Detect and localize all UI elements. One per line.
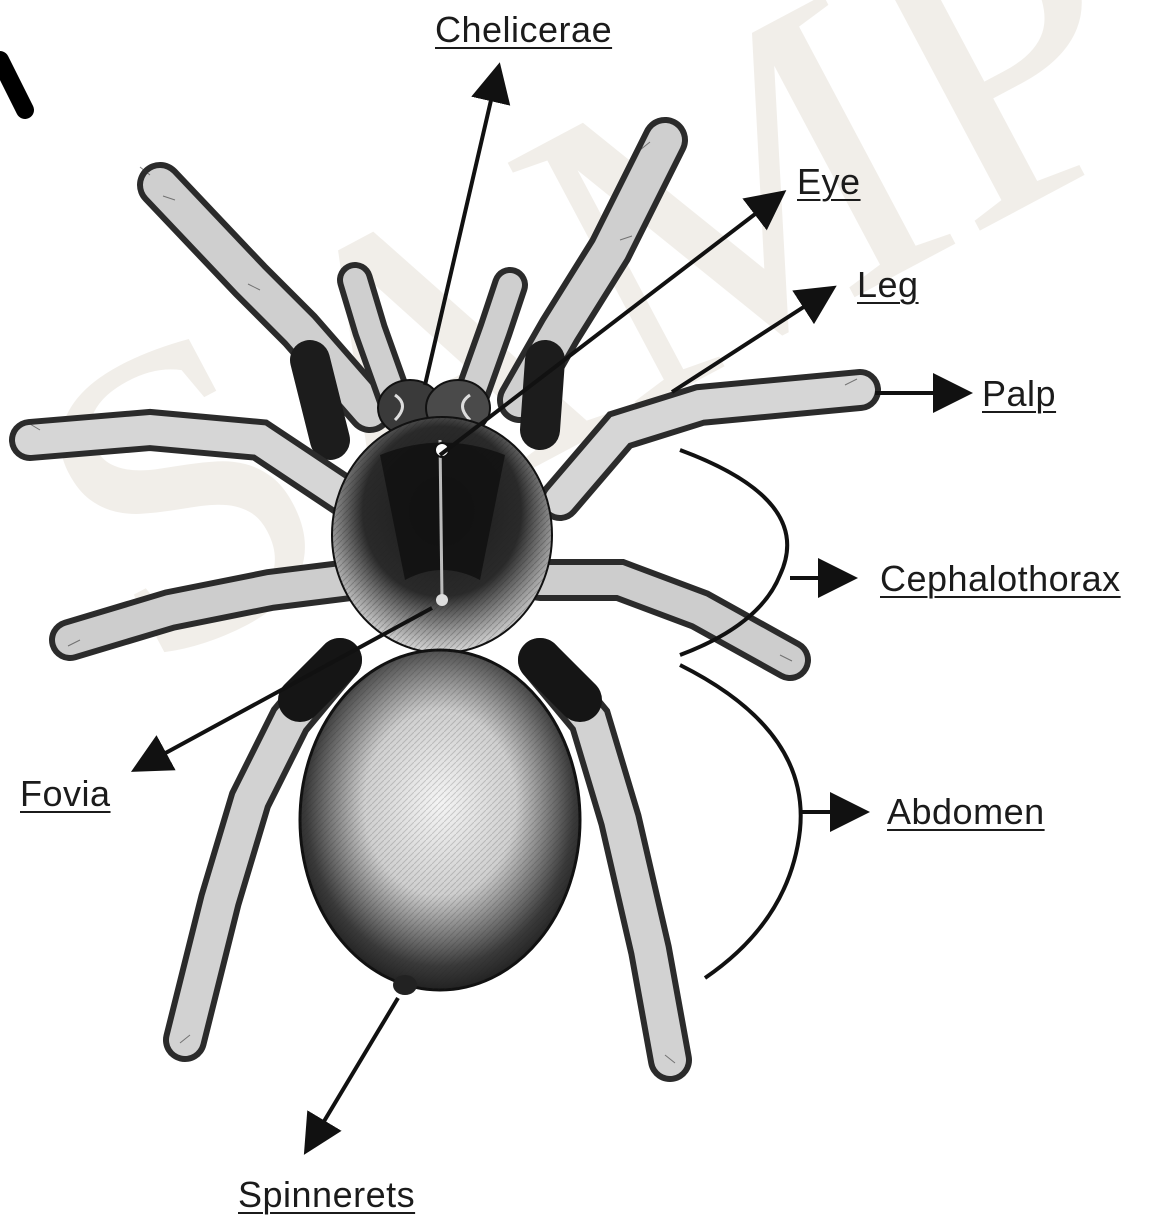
label-eye: Eye [797, 164, 861, 200]
label-fovia: Fovia [20, 776, 111, 812]
label-chelicerae: Chelicerae [435, 12, 612, 48]
label-cephalothorax: Cephalothorax [880, 561, 1121, 597]
abdomen-shape [300, 650, 580, 995]
corner-mark [0, 60, 25, 110]
abdomen-bracket [680, 665, 801, 978]
label-spinnerets: Spinnerets [238, 1177, 415, 1213]
spinnerets-arrow [308, 998, 398, 1148]
label-abdomen: Abdomen [887, 794, 1045, 830]
label-palp: Palp [982, 376, 1056, 412]
label-leg: Leg [857, 267, 919, 303]
